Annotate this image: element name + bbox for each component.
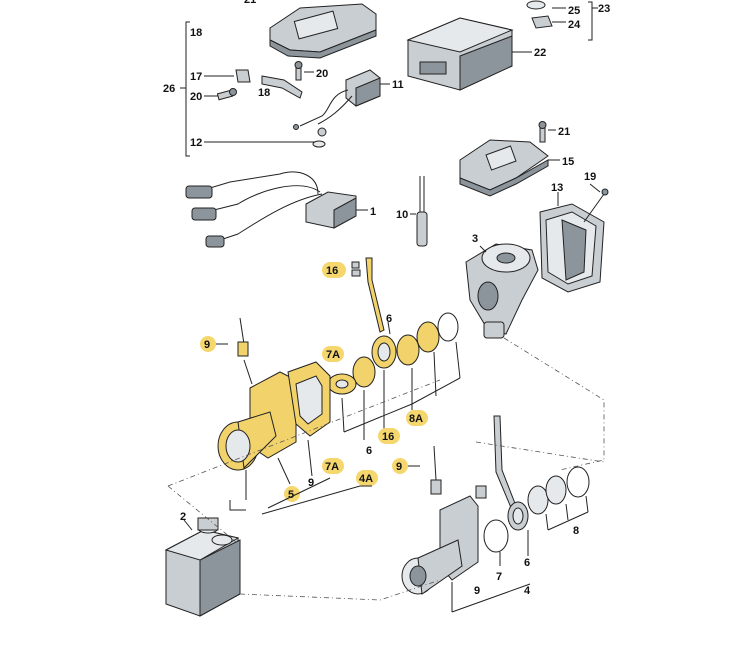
label-20-left: 20 xyxy=(190,91,202,103)
label-22: 22 xyxy=(534,47,546,59)
label-8: 8 xyxy=(573,525,579,537)
burner-gold-part xyxy=(217,359,297,471)
label-7A-upper: 7A xyxy=(326,349,340,361)
label-10: 10 xyxy=(396,209,408,221)
label-top: 21 xyxy=(244,0,256,6)
label-16-lower: 16 xyxy=(382,431,394,443)
screw-20-top-part xyxy=(294,61,303,81)
clip-16-part xyxy=(351,261,361,277)
label-26: 26 xyxy=(163,83,175,95)
cover-15-part xyxy=(459,139,549,197)
sensor-10-part xyxy=(416,176,428,247)
housing-cover-13-part xyxy=(539,203,605,293)
label-6-upper: 6 xyxy=(386,313,392,325)
relay-11-part xyxy=(293,69,381,137)
screw-20-left-part xyxy=(216,88,237,101)
burner-lower-part xyxy=(401,495,479,595)
label-18-mid: 18 xyxy=(258,87,270,99)
screw-21-part xyxy=(538,121,547,143)
label-9-upper: 9 xyxy=(204,339,210,351)
label-9-bottom: 9 xyxy=(474,585,480,597)
label-4: 4 xyxy=(524,585,531,597)
screw-19-part xyxy=(583,188,609,223)
wiring-harness-1-part xyxy=(185,171,357,248)
sensor-9-lower-part xyxy=(430,445,442,495)
label-21: 21 xyxy=(558,126,570,138)
sensor-9-upper-part xyxy=(237,317,249,357)
glow-plug-6-upper-part xyxy=(365,257,397,369)
circlip-8-part xyxy=(566,466,590,498)
bracket-24-part xyxy=(526,0,553,29)
label-2: 2 xyxy=(180,511,186,523)
label-11: 11 xyxy=(392,79,404,91)
label-8A: 8A xyxy=(409,413,423,425)
top-cover-part xyxy=(269,3,377,59)
label-13: 13 xyxy=(551,182,563,194)
label-1: 1 xyxy=(370,206,376,218)
seal-7A-part xyxy=(352,356,376,388)
label-24: 24 xyxy=(568,19,581,31)
label-23: 23 xyxy=(598,3,610,15)
label-5: 5 xyxy=(288,489,294,501)
heater-unit-2-part xyxy=(164,517,241,617)
glow-plug-6-lower-part xyxy=(493,415,529,531)
label-25: 25 xyxy=(568,5,580,17)
control-unit-22-part xyxy=(406,17,514,91)
label-18-top: 18 xyxy=(190,27,202,39)
label-4A: 4A xyxy=(359,473,373,485)
alignment-lines xyxy=(167,337,605,601)
label-12: 12 xyxy=(190,137,202,149)
label-7A-lower: 7A xyxy=(325,461,339,473)
label-6-lower: 6 xyxy=(524,557,530,569)
seal-7-part xyxy=(483,519,509,553)
label-20-top: 20 xyxy=(316,68,328,80)
bracket-18-part xyxy=(261,75,303,99)
label-9-mid: 9 xyxy=(308,477,314,489)
label-16-upper: 16 xyxy=(326,265,338,277)
label-7: 7 xyxy=(496,571,502,583)
label-17: 17 xyxy=(190,71,202,83)
disc-8A-part xyxy=(396,334,420,366)
clip-17-part xyxy=(235,69,251,83)
label-3: 3 xyxy=(472,233,478,245)
label-15: 15 xyxy=(562,156,574,168)
circlip-8A-part xyxy=(437,312,459,342)
label-19: 19 xyxy=(584,171,596,183)
blower-3-part xyxy=(465,243,539,339)
label-9-lower: 9 xyxy=(396,461,402,473)
label-6-mid: 6 xyxy=(366,445,372,457)
